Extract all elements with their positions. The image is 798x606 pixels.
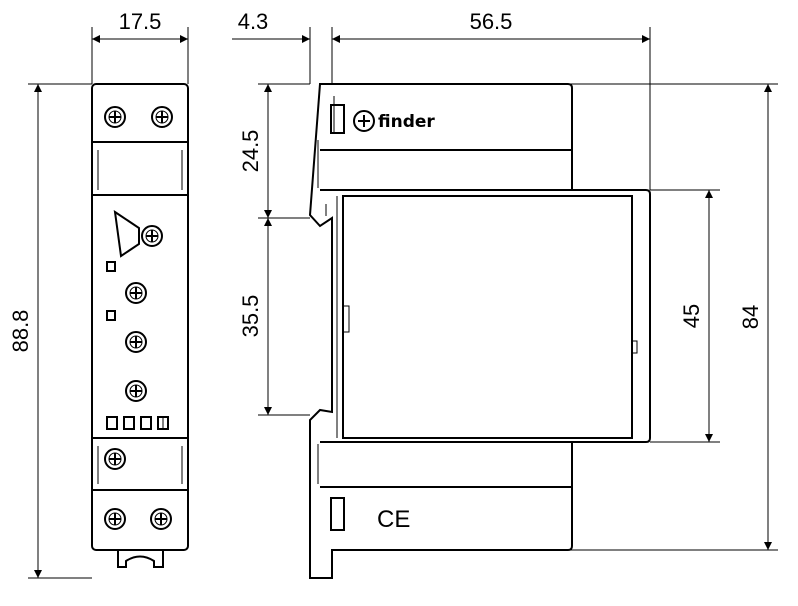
top-slider-tab bbox=[330, 104, 345, 134]
side-housing-outline bbox=[308, 83, 651, 579]
mid-terminal-screw bbox=[104, 448, 126, 470]
dim-height-front: 88.8 bbox=[8, 310, 33, 353]
dim-rail-offset: 4.3 bbox=[238, 9, 269, 34]
adjust-knob-3 bbox=[125, 380, 147, 402]
dim-window-height: 45 bbox=[679, 304, 704, 328]
bottom-terminal-screw-left bbox=[104, 508, 126, 530]
ce-mark: CE bbox=[377, 506, 410, 533]
rotary-selector-knob bbox=[113, 209, 163, 258]
dim-height-side: 84 bbox=[738, 305, 763, 329]
dim-width-front: 17.5 bbox=[119, 9, 162, 34]
top-terminal-screw-left bbox=[104, 106, 126, 128]
front-housing bbox=[91, 83, 189, 551]
indicator-led-2 bbox=[106, 310, 116, 321]
dim-depth: 56.5 bbox=[470, 9, 513, 34]
indicator-led-1 bbox=[106, 261, 116, 272]
dim-top-to-rail: 24.5 bbox=[238, 130, 263, 173]
finder-logo: finder bbox=[353, 110, 435, 132]
side-view: finder CE 4.3 56.5 24.5 35.5 45 84 bbox=[232, 9, 778, 579]
front-view: 17.5 88.8 bbox=[8, 9, 189, 579]
dim-rail-width: 35.5 bbox=[238, 295, 263, 338]
top-terminal-screw-right bbox=[151, 106, 173, 128]
adjust-knob-1 bbox=[125, 282, 147, 304]
bottom-slider-tab bbox=[330, 497, 345, 531]
brand-label: finder bbox=[378, 112, 435, 132]
adjust-knob-2 bbox=[125, 331, 147, 353]
bottom-terminal-screw-right bbox=[150, 508, 172, 530]
dip-switch-row bbox=[106, 416, 169, 430]
din-clip-tab bbox=[117, 550, 164, 568]
side-cover-window bbox=[342, 195, 633, 439]
